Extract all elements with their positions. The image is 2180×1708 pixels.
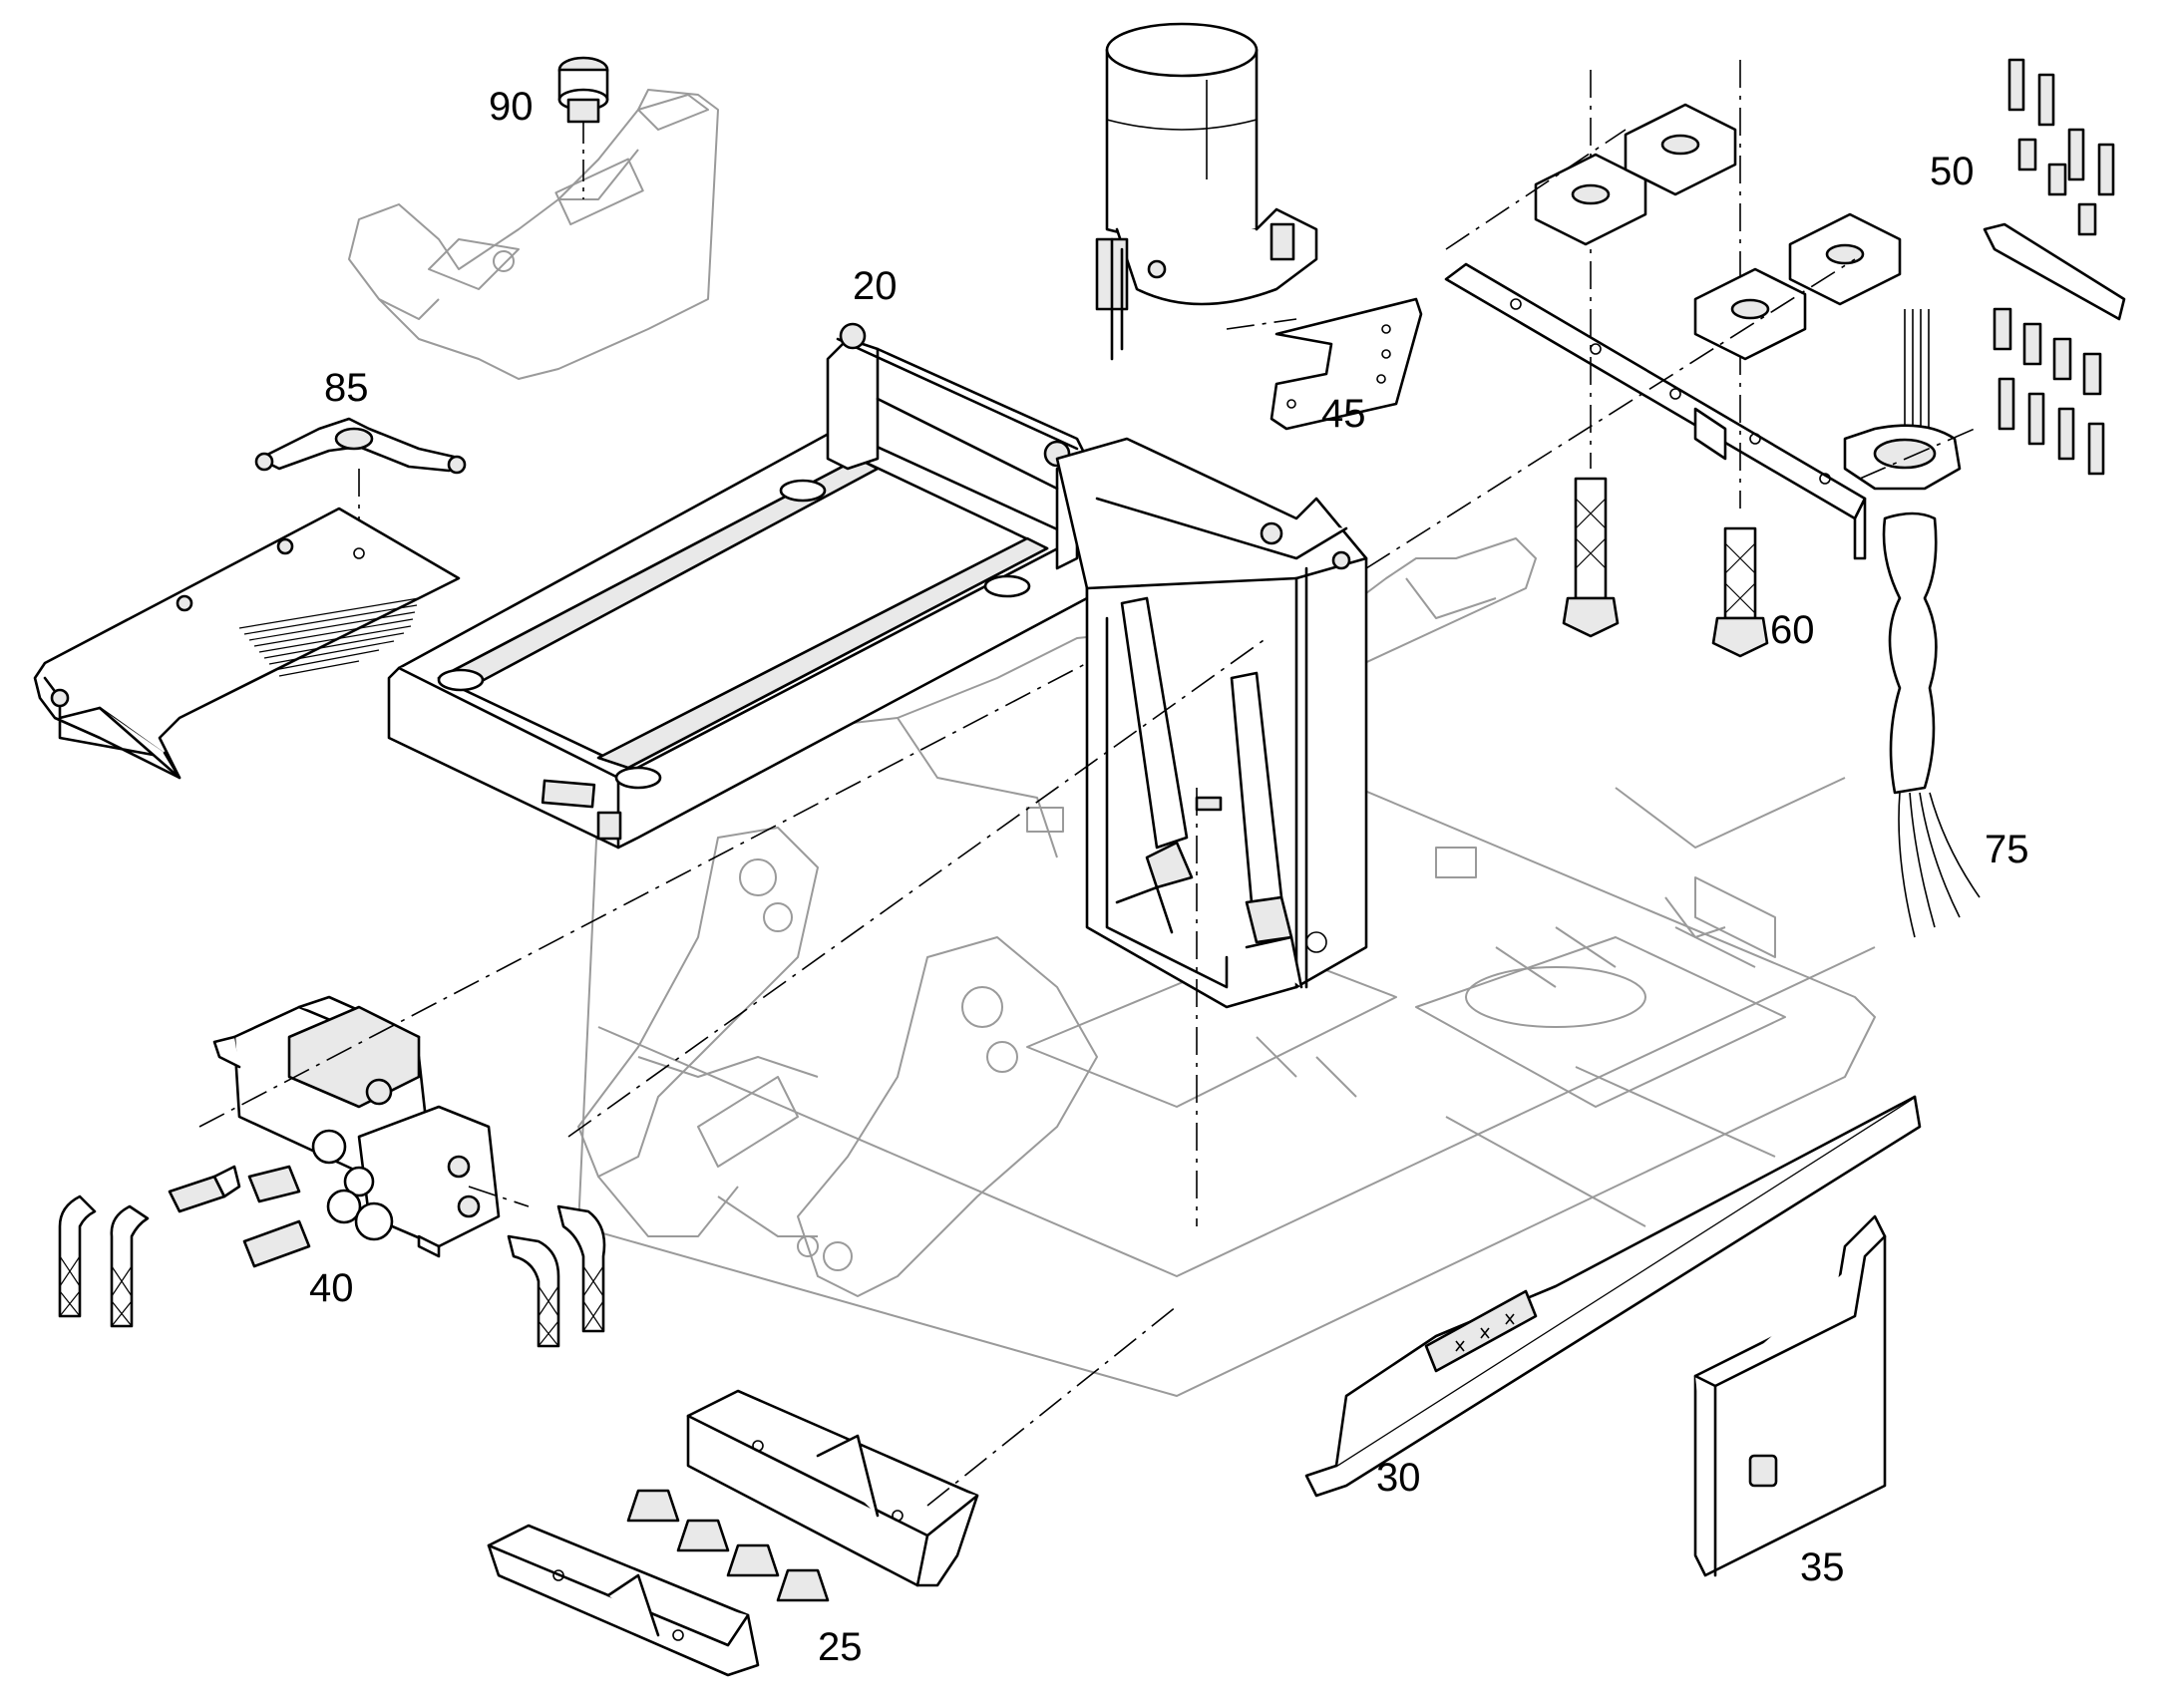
valve-block-part-40 <box>212 995 501 1258</box>
callout-90: 90 <box>489 85 534 129</box>
callout-85: 85 <box>324 366 369 410</box>
callout-50: 50 <box>1930 150 1975 193</box>
pump-part-45 <box>1095 22 1423 431</box>
tray-part-25 <box>487 1389 979 1677</box>
cab-console-ghost <box>348 89 719 380</box>
callout-60: 60 <box>1770 608 1815 652</box>
tilt-frame <box>1055 437 1368 1009</box>
chassis-frame-ghost <box>577 537 1876 1397</box>
grille-hatch <box>238 597 420 677</box>
rubber-mounts <box>626 1489 830 1602</box>
callout-35: 35 <box>1800 1545 1845 1589</box>
pipe-clamp-blocks <box>1534 103 1902 361</box>
clamp-bar <box>1444 60 1867 560</box>
callouts: 90 20 85 45 50 60 75 40 30 35 25 <box>309 85 2029 1669</box>
callout-25: 25 <box>818 1625 863 1669</box>
hose-part-60 <box>1562 477 1769 658</box>
callout-40: 40 <box>309 1266 354 1310</box>
door-panel-part-35 <box>1693 1214 1887 1577</box>
hoses-part-40 <box>58 1165 606 1348</box>
callout-75: 75 <box>1985 828 2029 871</box>
callout-20: 20 <box>853 264 898 308</box>
callout-30: 30 <box>1376 1456 1421 1500</box>
side-rail-part-30 <box>1304 1095 1922 1498</box>
cap-part-90 <box>557 56 609 199</box>
frame-part-20 <box>387 322 1089 850</box>
cover-plate <box>33 507 461 780</box>
fitting-block-part-50 <box>1983 58 2126 476</box>
hose-bundle-part-75 <box>1843 309 1981 938</box>
assembly-leaders <box>198 129 1976 1507</box>
callout-45: 45 <box>1321 392 1366 436</box>
